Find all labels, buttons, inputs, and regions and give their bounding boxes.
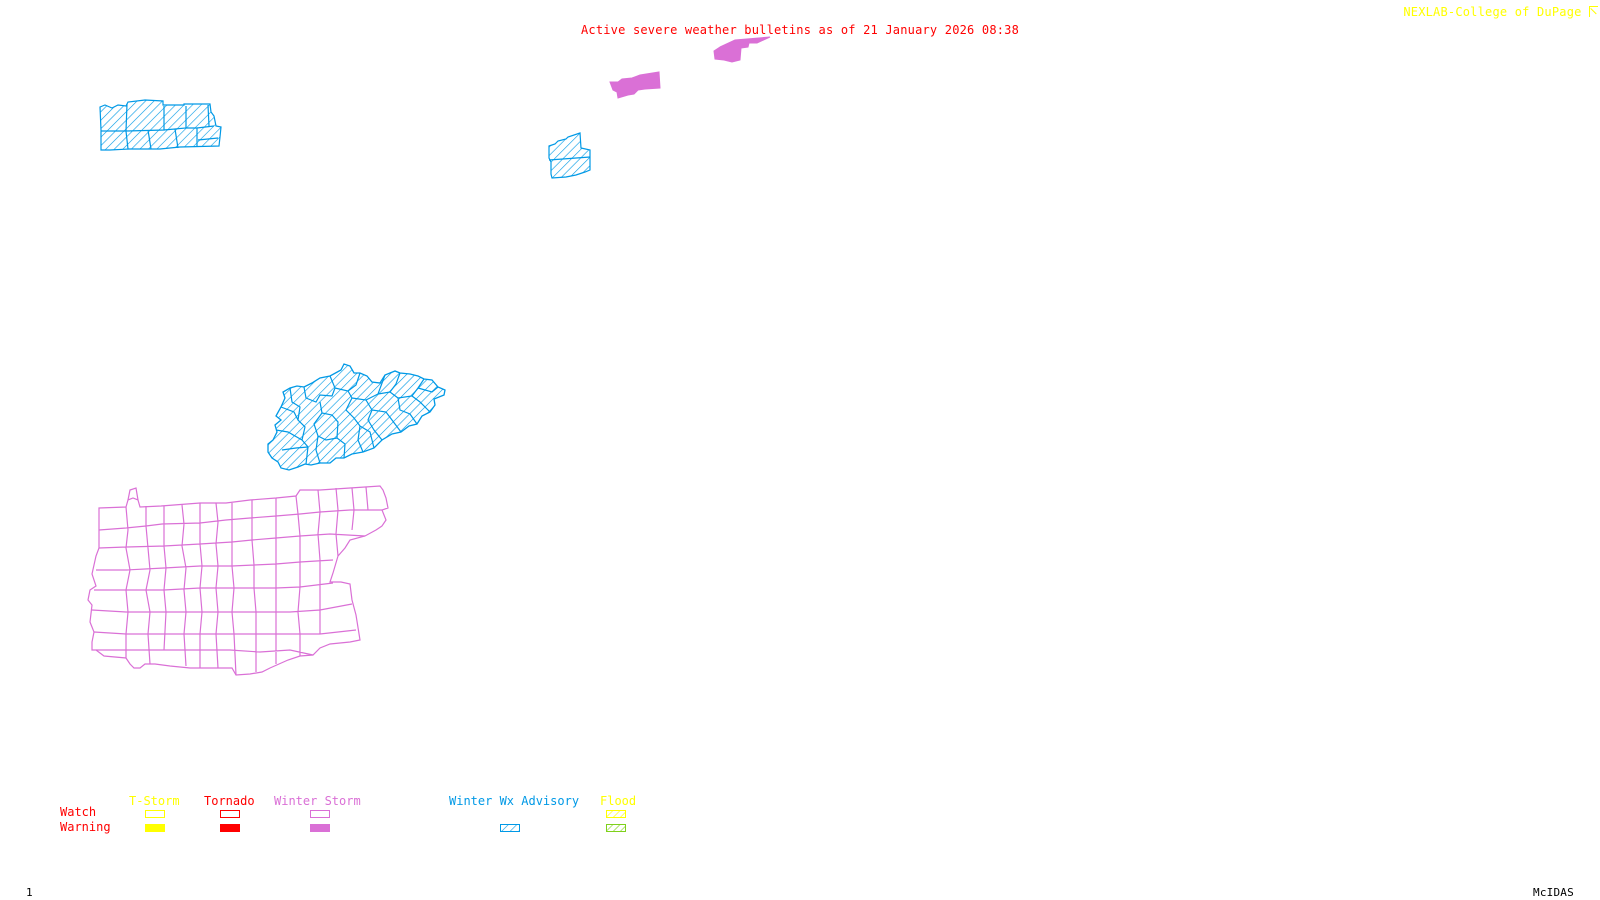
flood-watch-swatch [606,810,626,818]
nexlab-logo-icon [1589,6,1598,17]
software-label: McIDAS [1533,886,1574,899]
credit-text: NEXLAB-College of DuPage [1403,5,1582,19]
legend-header-tornado: Tornado [204,794,255,808]
legend-header-winter-wx-advisory: Winter Wx Advisory [449,794,580,808]
winter-storm-watch-swatch [310,810,330,818]
tornado-watch-swatch [220,810,240,818]
credit-label: NEXLAB-College of DuPage [1403,6,1598,18]
legend-header-winter-storm: Winter Storm [274,794,361,808]
legend-header-tstorm: T-Storm [129,794,180,808]
tstorm-watch-swatch [145,810,165,818]
ozarks-appalachian-advisory-area [267,363,446,471]
winter-wx-advisory-swatch [500,824,520,832]
frame-number: 1 [26,886,33,899]
northern-plains-advisory-area [99,99,222,151]
upper-lakes-warning-area-a [713,36,771,63]
tornado-warning-swatch [220,824,240,832]
north-central-advisory-area [548,132,591,179]
legend-row-warning: Warning [60,820,111,834]
upper-lakes-warning-area-b [609,71,661,99]
map-title: Active severe weather bulletins as of 21… [580,23,1020,37]
winter-storm-warning-swatch [310,824,330,832]
legend-header-flood: Flood [600,794,637,808]
legend-row-watch: Watch [60,805,97,819]
tstorm-warning-swatch [145,824,165,832]
southern-winter-storm-watch-area [87,485,389,676]
flood-warning-swatch [606,824,626,832]
